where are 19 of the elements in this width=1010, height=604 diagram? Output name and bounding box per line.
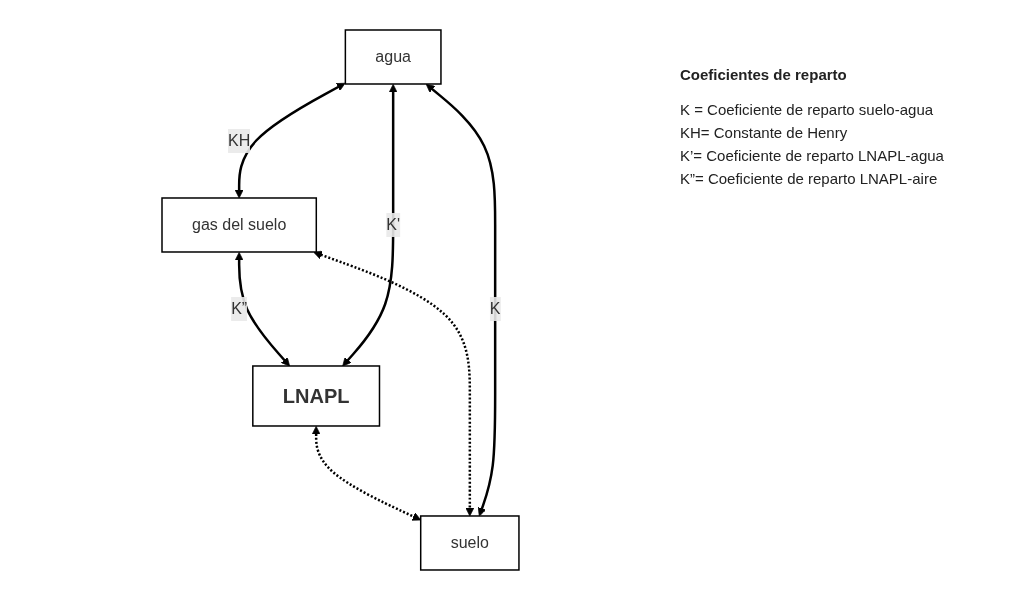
legend-entry: K = Coeficiente de reparto suelo-agua <box>680 101 935 118</box>
arrow <box>425 83 496 517</box>
arrow <box>341 84 398 367</box>
legend-entry: K’= Coeficiente de reparto LNAPL-agua <box>680 147 945 164</box>
arrow <box>311 426 421 521</box>
node-box: gas del suelo <box>160 197 317 253</box>
arrow <box>234 82 345 199</box>
edge-label: K” <box>230 299 247 317</box>
arrow <box>234 252 290 367</box>
node-box: LNAPL <box>251 365 380 427</box>
edge-label: K' <box>385 215 400 233</box>
edge-label: KH <box>227 132 250 149</box>
legend-entry: KH= Constante de Henry <box>680 124 849 141</box>
edge-label: K <box>489 299 501 317</box>
legend-heading: Coeficientes de reparto <box>680 66 848 83</box>
node-box: suelo <box>419 515 520 571</box>
legend-entry: K”= Coeficiente de reparto LNAPL-aire <box>680 170 939 187</box>
node-box: agua <box>344 29 442 85</box>
arrow <box>312 250 474 517</box>
